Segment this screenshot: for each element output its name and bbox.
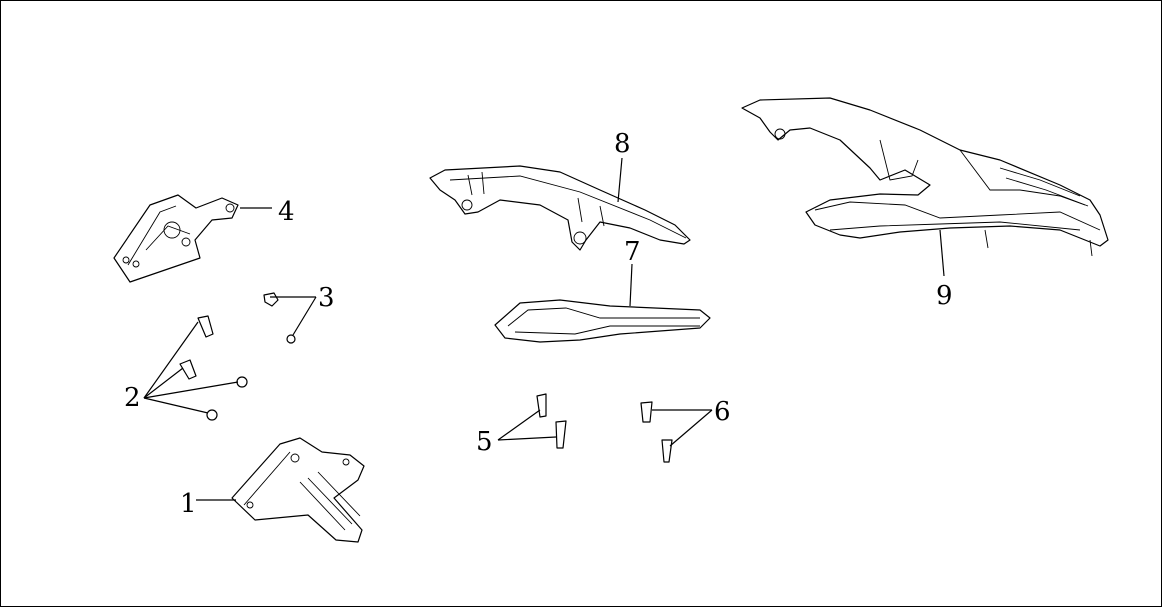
part-8-rail [429,165,691,251]
part-4-bracket [113,194,239,283]
callout-1: 1 [180,489,197,519]
callout-8: 8 [614,129,631,159]
leader-lines [143,157,945,501]
leader-6b [669,409,713,447]
callout-3: 3 [318,283,335,313]
callout-5: 5 [476,427,493,457]
part-6-bolts [640,401,673,463]
leader-9 [939,229,945,277]
callout-6: 6 [714,397,731,427]
leader-2b [143,367,184,399]
part-1-footrest [231,437,365,543]
callout-9: 9 [936,281,953,311]
part-3-fasteners [263,292,296,344]
callout-4: 4 [278,197,295,227]
part-7-cover [494,299,711,343]
leader-5b [497,436,557,441]
leader-5a [497,409,541,441]
part-5-bolts [536,393,567,449]
callout-2: 2 [124,383,141,413]
leader-3b [292,296,317,336]
leader-2c [143,381,239,399]
callout-numbers: 1 2 3 4 5 6 7 8 9 [124,129,953,519]
callout-7: 7 [624,237,641,267]
leader-7 [629,263,633,307]
part-9-rail-assembly [741,97,1109,257]
leader-8 [617,157,623,203]
leader-2d [143,397,209,414]
leader-2a [143,321,199,399]
part-2-fasteners [179,315,248,421]
